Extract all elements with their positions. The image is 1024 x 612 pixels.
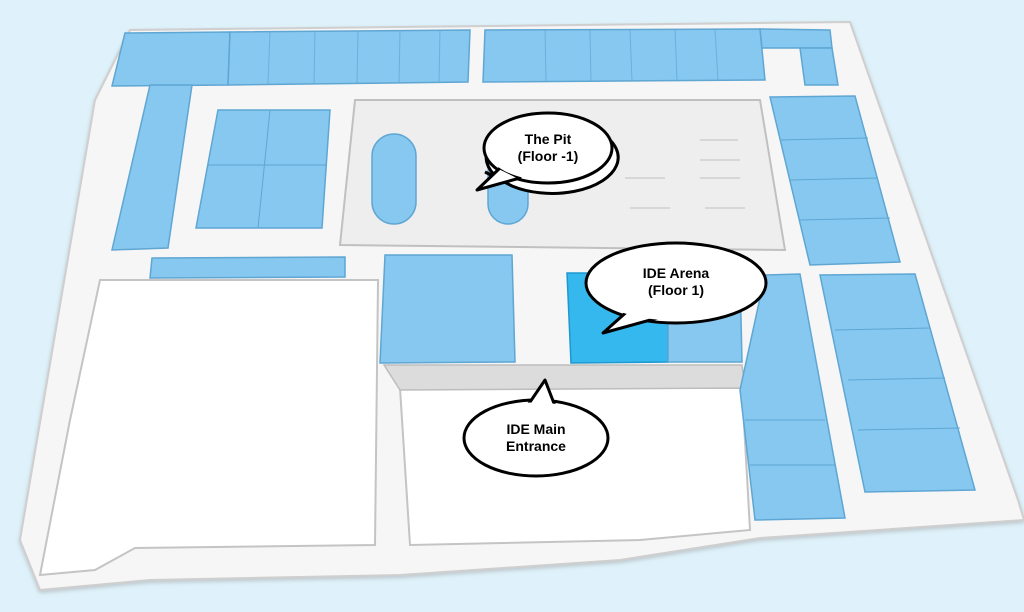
east-room-dividers (745, 137, 961, 466)
callout-ide-main-entrance (462, 378, 610, 478)
left-rooms (111, 84, 193, 251)
callout-the-pit (475, 111, 620, 195)
pit-grid (625, 139, 745, 209)
east-rooms (769, 95, 901, 266)
top-room-row (111, 28, 839, 87)
callout-ide-arena (584, 241, 768, 335)
center-hall-room (379, 254, 516, 364)
middle-room-row (149, 256, 346, 279)
west-hall-rooms (195, 109, 331, 229)
pit-room-left (371, 133, 417, 225)
east-rooms-lower (819, 273, 976, 493)
top-room-dividers (267, 28, 719, 85)
east-rooms-column (739, 273, 846, 521)
entrance-wall (382, 364, 746, 391)
hall-bottom-left (38, 279, 380, 577)
